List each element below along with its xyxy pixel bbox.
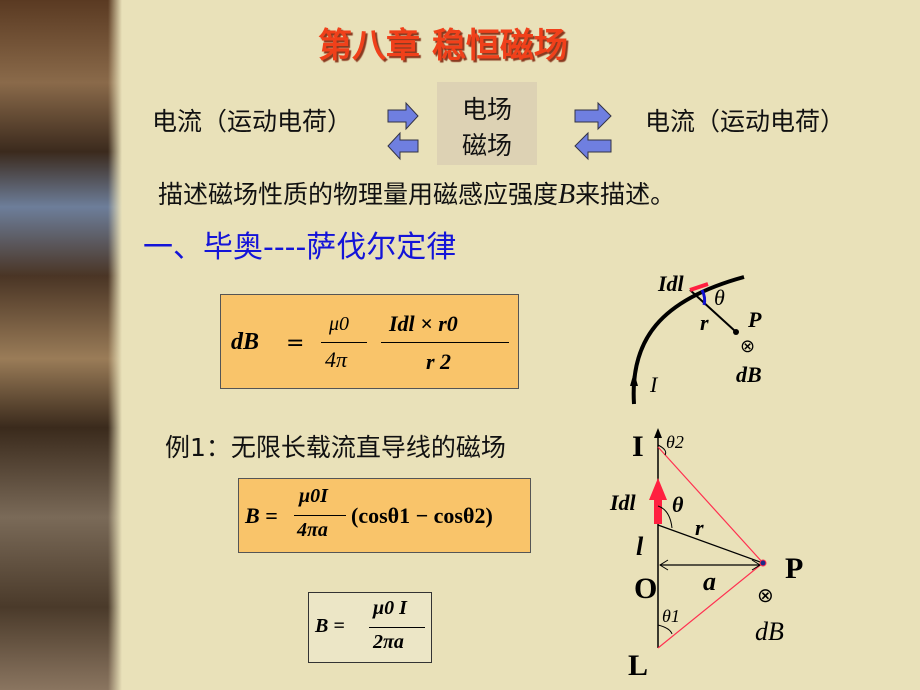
label-O: O: [634, 572, 657, 605]
formula1-lhs: dB: [231, 329, 260, 355]
formula2-den: 4πa: [297, 519, 328, 541]
r-vector: [657, 524, 764, 564]
example-label: 例1：无限长载流直导线的磁场: [165, 433, 506, 462]
relation-left: 电流（运动电荷）: [152, 107, 353, 136]
biot-savart-formula: dB = μ0 4π Idl × r0 r 2: [220, 294, 519, 389]
arrow-right-icon: [574, 101, 612, 131]
label-theta2: θ2: [666, 432, 684, 452]
label-theta1: θ1: [662, 606, 680, 626]
relation-electric-field: 电场: [461, 95, 512, 124]
label-r: r: [700, 310, 709, 335]
label-a: a: [703, 567, 716, 596]
arrow-right-icon: [387, 101, 419, 131]
label-dB: dB: [736, 362, 762, 387]
r-vector: [689, 289, 736, 332]
formula1-coef-den: 4π: [325, 347, 348, 372]
idl-element: [689, 282, 709, 292]
label-l: l: [636, 532, 644, 561]
label-theta: θ: [714, 285, 725, 310]
label-dB-wire: dB: [755, 617, 784, 646]
label-idl: Idl: [657, 271, 685, 296]
formula1-num: Idl × r0: [389, 311, 458, 336]
label-r-wire: r: [695, 515, 704, 540]
formula3-den: 2πa: [373, 631, 404, 653]
symbol-B: B: [558, 179, 576, 210]
arrow-left-icon: [387, 131, 419, 161]
label-L: L: [628, 649, 648, 682]
formula1-eq: =: [286, 331, 305, 356]
field-box: [437, 82, 537, 165]
cross-icon: ⊗: [740, 336, 755, 356]
label-theta-wire: θ: [672, 492, 684, 517]
description-text: 描述磁场性质的物理量用磁感应强度B来描述。: [158, 175, 675, 211]
relation-right: 电流（运动电荷）: [645, 107, 846, 136]
formula1-coef-num: μ0: [329, 313, 350, 335]
label-P: P: [747, 307, 762, 332]
relation-magnetic-field: 磁场: [461, 131, 512, 160]
formula3-num: μ0 I: [373, 597, 407, 619]
current-arrow-icon: [630, 372, 638, 386]
formula2-lhs: B =: [245, 503, 278, 528]
label-I: I: [649, 372, 659, 397]
cross-icon: ⊗: [757, 585, 774, 607]
idl-arrow-icon: [649, 478, 667, 524]
finite-wire-formula: B = μ0I 4πa (cosθ1 − cosθ2): [238, 478, 531, 553]
formula1-den: r 2: [426, 349, 452, 374]
description-after: 来描述。: [575, 180, 676, 209]
formula2-rest: (cosθ1 − cosθ2): [351, 503, 493, 528]
section-heading: 一、毕奥----萨伐尔定律: [143, 230, 457, 265]
description-before: 描述磁场性质的物理量用磁感应强度: [158, 180, 559, 209]
theta-arc: [700, 289, 707, 306]
formula2-num: μ0I: [299, 485, 328, 507]
arrow-left-icon: [574, 131, 612, 161]
decorative-photo-strip: [0, 0, 122, 690]
slide-title: 第八章 稳恒磁场: [318, 26, 568, 66]
infinite-wire-formula: B = μ0 I 2πa: [308, 592, 432, 663]
label-I-wire: I: [632, 430, 644, 463]
label-idl-wire: Idl: [609, 490, 637, 515]
label-P-wire: P: [785, 552, 803, 585]
formula3-lhs: B =: [315, 615, 345, 637]
